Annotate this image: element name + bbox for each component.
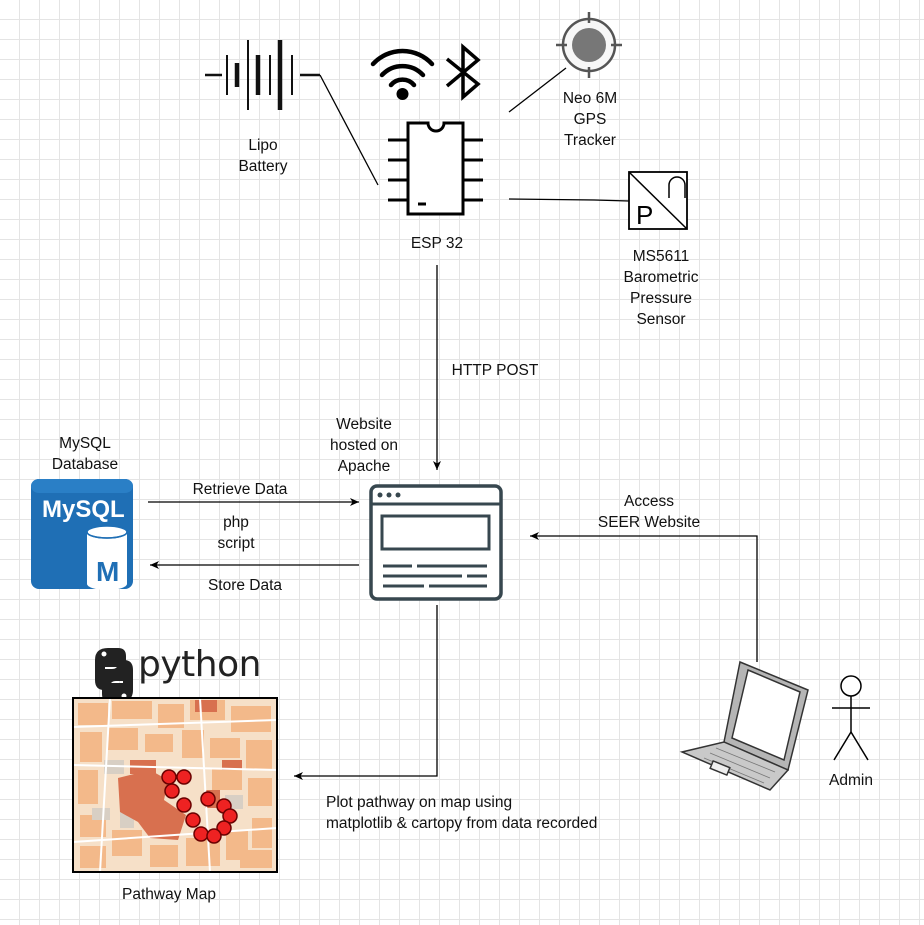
mysql-logo: MySQL M [31, 479, 133, 590]
python-logo-text: python [138, 644, 261, 685]
access-website-arrow [530, 532, 758, 662]
gps-tracker-label: Neo 6M GPS Tracker [562, 90, 618, 149]
store-data-label: Store Data [207, 577, 283, 594]
http-post-label: HTTP POST [451, 362, 539, 379]
barometer-label: MS5611 Barometric Pressure Sensor [623, 248, 699, 328]
pathway-map-label: Pathway Map [122, 886, 216, 903]
pathway-dots [161, 769, 238, 844]
pressure-p-letter: P [636, 200, 653, 230]
mysql-logo-text: MySQL [42, 496, 125, 523]
mysql-label: MySQL Database [51, 435, 119, 473]
sensor-connector [508, 198, 630, 202]
arrows [148, 265, 758, 780]
plot-pathway-arrow [294, 605, 438, 780]
website-browser-icon [369, 484, 503, 601]
retrieve-data-label: Retrieve Data [192, 481, 288, 498]
admin-label: Admin [829, 772, 873, 789]
battery-label: Lipo Battery [238, 137, 288, 175]
python-logo-icon [95, 648, 133, 702]
php-script-label: php script [217, 514, 255, 552]
mysql-logo-m: M [96, 556, 119, 587]
bluetooth-icon [445, 43, 481, 101]
gps-connector [508, 67, 567, 113]
battery-icon [205, 40, 320, 110]
plot-pathway-label: Plot pathway on map using matplotlib & c… [326, 794, 598, 832]
wifi-icon [370, 48, 435, 100]
access-website-label: Access SEER Website [597, 493, 701, 531]
battery-connector [319, 74, 379, 186]
pressure-sensor-icon: P [628, 171, 688, 230]
connector-lines [319, 67, 630, 202]
gps-icon [556, 12, 622, 78]
esp32-chip-icon [388, 121, 483, 216]
admin-user-icon [832, 675, 870, 761]
pathway-map-image [72, 697, 278, 873]
esp32-label: ESP 32 [410, 235, 464, 252]
website-label: Website hosted on Apache [329, 416, 399, 475]
laptop-icon [679, 660, 809, 791]
